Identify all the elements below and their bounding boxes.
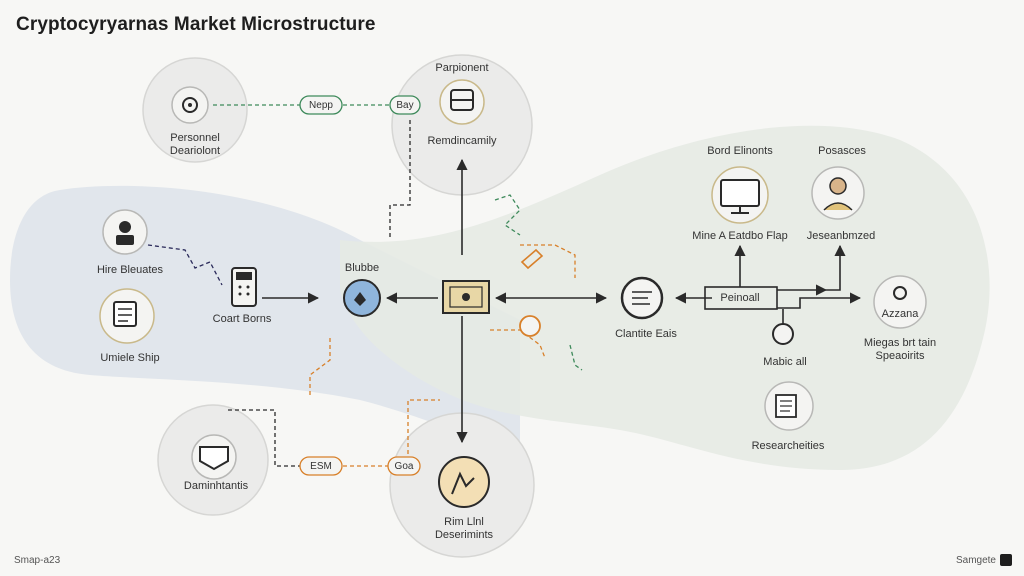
mine-label: Mine A Eatdbo Flap [692,230,788,242]
coin-icon [519,315,541,337]
azzam-icon [873,275,927,329]
personal-label-2: Deariolont [169,145,221,157]
domin-label: Daminhtantis [183,480,249,492]
footer-right-text: Samgete [955,554,996,566]
dashed-orange-left [309,338,331,395]
tag-nepp: Nepp [309,100,333,111]
page-title: Cryptocyryarnas Market Microstructure [16,14,376,35]
dashed-dark-top [389,120,411,240]
tag-goa-pill [387,456,421,476]
cluster-label: Clantite Eais [615,328,677,340]
dashed-green-mid [494,194,521,236]
participant-label: Parpionent [435,62,489,74]
tag-nepp-pill [299,95,343,115]
dashed-dark-bottom [228,409,300,467]
key-icon [772,323,794,345]
unrele-label: Umiele Ship [100,352,160,364]
pencil-label: Peinoall [720,292,760,304]
arrow-spark-icon [520,248,544,270]
tag-goa: Goa [394,461,414,472]
research-label: Researcheities [751,440,825,452]
court-label: Coart Borns [212,313,272,325]
tag-bay: Bay [396,100,414,111]
pencil-box [704,286,778,310]
rim-label-1: Rim Llnl [444,516,484,528]
magic-label: Mabic all [763,356,807,368]
azzam-label: Azzana [881,308,919,320]
footer-left: Smap-a23 [14,555,61,566]
board-label: Bord Elinonts [707,145,773,157]
blubbe-label: Blubbe [344,262,380,274]
dashed-orange-low [490,329,546,359]
jeson-label: Jeseanbmzed [806,230,876,242]
persons-label: Posasces [818,145,866,157]
brand-mark-icon [1000,554,1012,566]
rim-label-2: Deserimints [434,529,494,541]
arrow-up-avatar [826,244,846,291]
dashed-orange-mid [520,244,576,278]
footer-right: Samgete [956,554,1012,566]
personal-label-1: Personnel [170,132,220,144]
tag-bay-pill [389,95,421,115]
tag-esm-pill [299,456,343,476]
hire-label: Hire Bleuates [96,264,164,276]
dashed-dark-left [147,244,223,286]
megas-label-1: Miegas brt tain [863,337,937,349]
megas-label-2: Speaoirits [875,350,925,362]
tag-esm: ESM [310,461,332,472]
bracket-lower [777,292,862,309]
reminder-label: Remdincamily [427,135,497,147]
